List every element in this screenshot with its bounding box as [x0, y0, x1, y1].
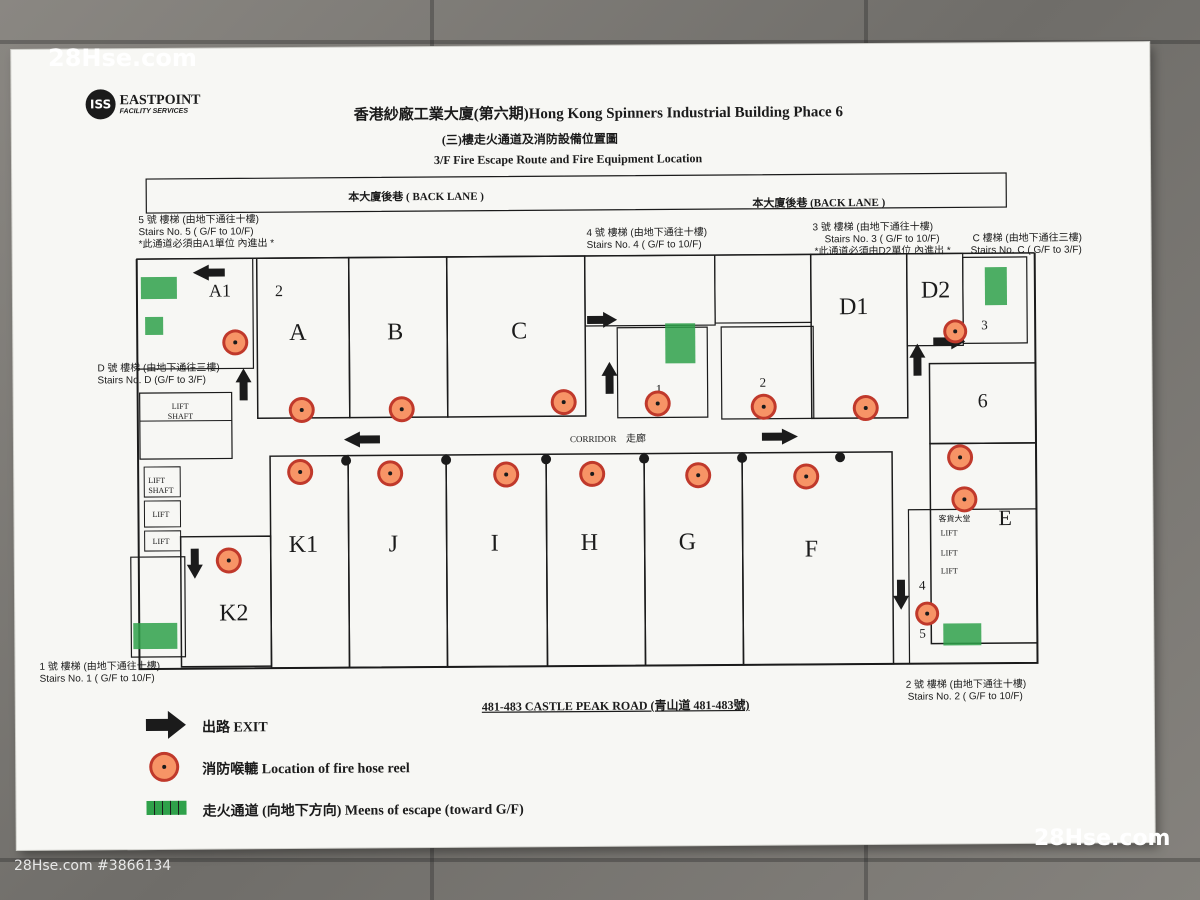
- unit-i-label: I: [491, 531, 499, 557]
- hose-reel-icon: [943, 319, 968, 344]
- back-lane-left-label: 本大廈後巷 ( BACK LANE ): [348, 189, 484, 204]
- unit-i-room: [445, 453, 549, 668]
- exit-arrow-icon: [909, 343, 926, 376]
- unit-g-label: G: [679, 529, 697, 555]
- stairs-1-block: [130, 556, 187, 658]
- hose-reel-icon: [852, 395, 879, 422]
- floor-plan-drawing: 本大廈後巷 ( BACK LANE ) 本大廈後巷 (BACK LANE ): [130, 172, 1039, 816]
- unit-j-room: [347, 454, 449, 669]
- lift-shaft-label-2: SHAFT: [168, 412, 194, 421]
- hose-reel-icon: [947, 444, 974, 471]
- unit-6-label: 6: [978, 390, 988, 412]
- unit-a1-2-label: 2: [275, 283, 283, 300]
- legend-hose-text: 消防喉轆 Location of fire hose reel: [202, 761, 410, 778]
- exit-arrow-icon: [761, 428, 798, 445]
- lobby-label: 客貨大堂: [938, 513, 970, 523]
- stairs-2-number-4: 4: [919, 578, 926, 593]
- exit-arrow-icon: [893, 579, 910, 610]
- exit-arrows: [186, 264, 966, 610]
- stairs-c-block: [962, 256, 1028, 344]
- lift-left-3-label: LIFT: [153, 537, 170, 546]
- legend-escape-route-icon: [146, 800, 187, 816]
- lift-left-2-label: LIFT: [152, 510, 169, 519]
- lift-shaft-left-label-2: SHAFT: [148, 486, 174, 495]
- hose-reel-icon: [288, 396, 315, 423]
- hose-reel-icon: [222, 329, 249, 356]
- lift-shaft-label-1: LIFT: [172, 402, 189, 411]
- unit-k1-label: K1: [289, 532, 319, 558]
- exit-arrow-icon: [235, 368, 252, 401]
- hose-reel-icon: [287, 458, 314, 485]
- unit-f-label: F: [805, 536, 819, 562]
- exit-arrow-icon: [186, 548, 203, 579]
- back-lane-right-label: 本大廈後巷 (BACK LANE ): [752, 195, 885, 210]
- washroom-block: [714, 253, 812, 324]
- unit-a1-label: A1: [209, 280, 231, 300]
- lift-right-2-label: LIFT: [941, 548, 958, 557]
- hose-reel-icon: [951, 486, 978, 513]
- unit-e-room: [929, 442, 1039, 645]
- exit-arrow-icon: [192, 264, 225, 281]
- escape-stairs-green: [133, 267, 1008, 650]
- hose-reel-icon: [493, 461, 520, 488]
- toilet-2-label: 2: [760, 375, 767, 390]
- hose-reel-icon: [550, 389, 577, 416]
- exit-arrow-icon: [343, 431, 380, 448]
- corridor-label-zh: 走廊: [626, 432, 646, 445]
- legend-exit-arrow-icon: [145, 710, 186, 739]
- hose-reel-icon: [377, 460, 404, 487]
- corridor-label-en: CORRIDOR: [570, 434, 617, 444]
- unit-d1-label: D1: [839, 294, 869, 320]
- unit-d2-label: D2: [921, 277, 951, 303]
- unit-k1-room: [269, 454, 351, 669]
- legend-escape-text: 走火通道 (向地下方向) Meens of escape (toward G/F…: [202, 802, 524, 820]
- legend-exit-text: 出路 EXIT: [201, 720, 268, 736]
- road-label: 481-483 CASTLE PEAK ROAD (青山道 481-483號): [482, 697, 750, 714]
- watermark-top-left: 28Hse.com: [48, 44, 197, 72]
- unit-e-label: E: [998, 505, 1012, 530]
- hose-reel-icon: [215, 547, 242, 574]
- unit-k2-label: K2: [219, 600, 249, 626]
- legend-hose-reel-icon: [149, 751, 180, 782]
- hose-reel-icon: [915, 601, 940, 626]
- lift-right-3-label: LIFT: [941, 566, 958, 575]
- toilet-1-label: 1: [656, 381, 663, 396]
- watermark-bottom-left: 28Hse.com #3866134: [14, 858, 172, 874]
- corridor-columns: [341, 452, 846, 466]
- toilet-1-room: [616, 326, 709, 419]
- unit-h-label: H: [581, 530, 599, 556]
- exit-arrow-icon: [601, 361, 618, 394]
- lift-shaft-left-2: [143, 500, 182, 528]
- unit-j-label: J: [389, 531, 399, 557]
- lift-shaft-left-1: [143, 466, 181, 498]
- hose-reel-icon: [388, 396, 415, 423]
- watermark-bottom-right: 28Hse.com: [1034, 826, 1171, 851]
- back-lane-band: [145, 172, 1007, 214]
- fire-hose-reels: [215, 319, 978, 626]
- stairs-2-number-5: 5: [919, 626, 926, 641]
- unit-c-room: [445, 255, 587, 418]
- hose-reel-icon: [644, 390, 671, 417]
- unit-c-label: C: [511, 318, 527, 344]
- stairs-5-block: [136, 257, 255, 370]
- lift-right-1-label: LIFT: [941, 528, 958, 537]
- hose-reel-icon: [750, 393, 777, 420]
- unit-d1-room: [809, 252, 909, 420]
- stairs-c-number: 3: [981, 317, 988, 332]
- hose-reel-icon: [793, 463, 820, 490]
- hose-reel-icon: [685, 462, 712, 489]
- unit-b-label: B: [387, 319, 403, 345]
- unit-f-room: [741, 451, 895, 666]
- lift-shaft-left-label-1: LIFT: [148, 476, 165, 485]
- tile-joint: [0, 858, 1200, 862]
- tile-joint: [0, 40, 1200, 44]
- hose-reel-icon: [579, 460, 606, 487]
- exit-arrow-icon: [587, 311, 618, 328]
- unit-a-label: A: [289, 320, 307, 346]
- lift-shaft-top: [139, 391, 233, 460]
- floor-plan-sheet: ISS EASTPOINT FACILITY SERVICES 香港紗廠工業大廈…: [11, 42, 1155, 850]
